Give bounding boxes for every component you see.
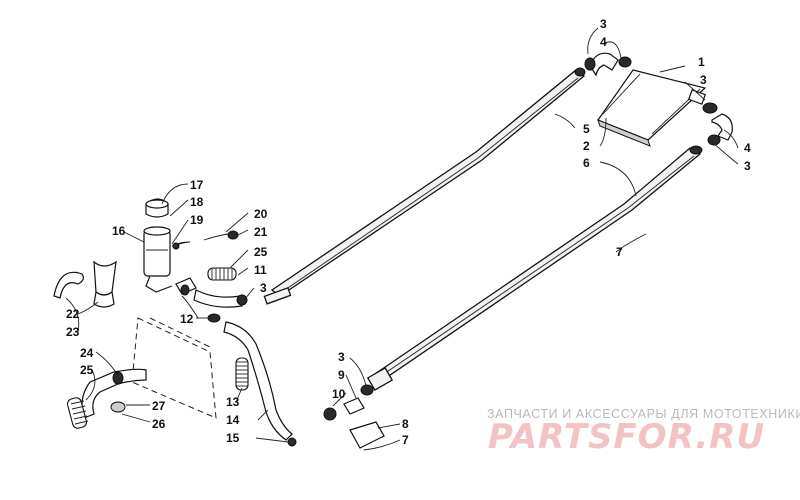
return-hose bbox=[223, 321, 297, 447]
callout-3: 3 bbox=[338, 350, 345, 364]
callout-18: 18 bbox=[190, 195, 204, 209]
callout-3: 3 bbox=[744, 159, 751, 173]
callout-4: 4 bbox=[600, 35, 607, 49]
callout-1: 1 bbox=[698, 55, 705, 69]
callout-3: 3 bbox=[260, 281, 267, 295]
callout-24: 24 bbox=[80, 346, 94, 360]
callout-10: 10 bbox=[332, 387, 346, 401]
callout-19: 19 bbox=[190, 213, 204, 227]
callout-3: 3 bbox=[600, 17, 607, 31]
callout-8: 8 bbox=[402, 417, 409, 431]
spring-hose bbox=[207, 267, 237, 281]
heat-exchanger bbox=[597, 69, 707, 147]
tee-fitting bbox=[175, 277, 248, 323]
callout-17: 17 bbox=[190, 178, 204, 192]
callout-9: 9 bbox=[338, 368, 345, 382]
callout-23: 23 bbox=[66, 325, 80, 339]
overflow-hose bbox=[171, 230, 239, 250]
callout-7: 7 bbox=[402, 433, 409, 447]
lower-coolant-tube bbox=[366, 145, 703, 391]
callout-5: 5 bbox=[583, 122, 590, 136]
callout-13: 13 bbox=[226, 395, 240, 409]
callout-22: 22 bbox=[66, 307, 80, 321]
callout-15: 15 bbox=[226, 431, 240, 445]
coiled-spring-25 bbox=[66, 397, 89, 429]
callout-27: 27 bbox=[152, 399, 166, 413]
watermark-tagline: ЗАПЧАСТИ И АКСЕССУАРЫ ДЛЯ МОТОТЕХНИКИ bbox=[487, 407, 800, 421]
coiled-spring-13 bbox=[235, 357, 249, 391]
leader-lines bbox=[65, 27, 739, 451]
reservoir-strap bbox=[53, 271, 84, 299]
watermark-logo: PARTSFOR.RU bbox=[488, 417, 765, 457]
connector-fitting bbox=[323, 384, 385, 449]
hose-elbow-upper bbox=[584, 52, 632, 77]
callout-4: 4 bbox=[744, 141, 751, 155]
callouts: 1 3 4 3 4 3 5 2 6 7 17 18 19 16 20 21 25… bbox=[66, 17, 751, 447]
callout-12: 12 bbox=[180, 312, 194, 326]
coolant-reservoir bbox=[143, 226, 173, 293]
reservoir-bracket bbox=[93, 260, 117, 308]
callout-25: 25 bbox=[254, 245, 268, 259]
callout-7: 7 bbox=[616, 245, 623, 259]
callout-3: 3 bbox=[700, 73, 707, 87]
callout-16: 16 bbox=[112, 224, 126, 238]
engine-outline bbox=[131, 317, 217, 419]
callout-11: 11 bbox=[254, 263, 267, 277]
watermark: ЗАПЧАСТИ И АКСЕССУАРЫ ДЛЯ МОТОТЕХНИКИ PA… bbox=[487, 407, 800, 457]
callout-25: 25 bbox=[80, 363, 94, 377]
callout-21: 21 bbox=[254, 225, 268, 239]
upper-coolant-tube bbox=[263, 67, 586, 305]
callout-6: 6 bbox=[583, 156, 590, 170]
callout-26: 26 bbox=[152, 417, 166, 431]
callout-14: 14 bbox=[226, 413, 240, 427]
reservoir-cap bbox=[145, 198, 169, 218]
callout-20: 20 bbox=[254, 207, 268, 221]
hose-elbow-lower bbox=[702, 102, 733, 146]
callout-2: 2 bbox=[583, 139, 590, 153]
